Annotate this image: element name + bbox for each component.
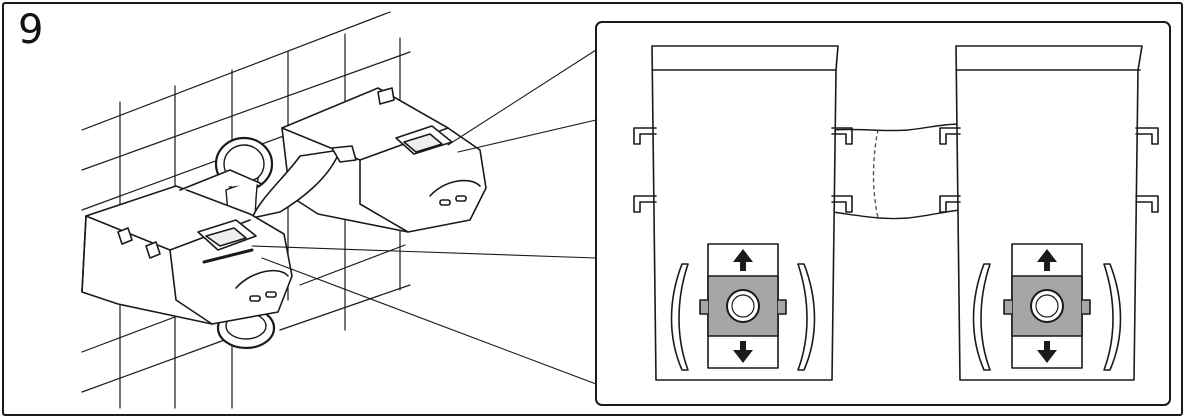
clip-bracket-front <box>81 169 293 325</box>
arrow-up-icon <box>733 249 753 271</box>
detail-panel <box>595 21 1171 406</box>
arrow-down-icon <box>733 341 753 363</box>
step-number: 9 <box>18 7 44 53</box>
detail-clip-right <box>939 45 1159 381</box>
clip-bracket-back <box>251 87 487 233</box>
arrow-up-icon <box>1037 249 1057 271</box>
zoom-callout-lines <box>251 49 597 385</box>
detail-clip-left <box>633 45 853 381</box>
arrow-down-icon <box>1037 341 1057 363</box>
wall-grid <box>81 11 411 409</box>
